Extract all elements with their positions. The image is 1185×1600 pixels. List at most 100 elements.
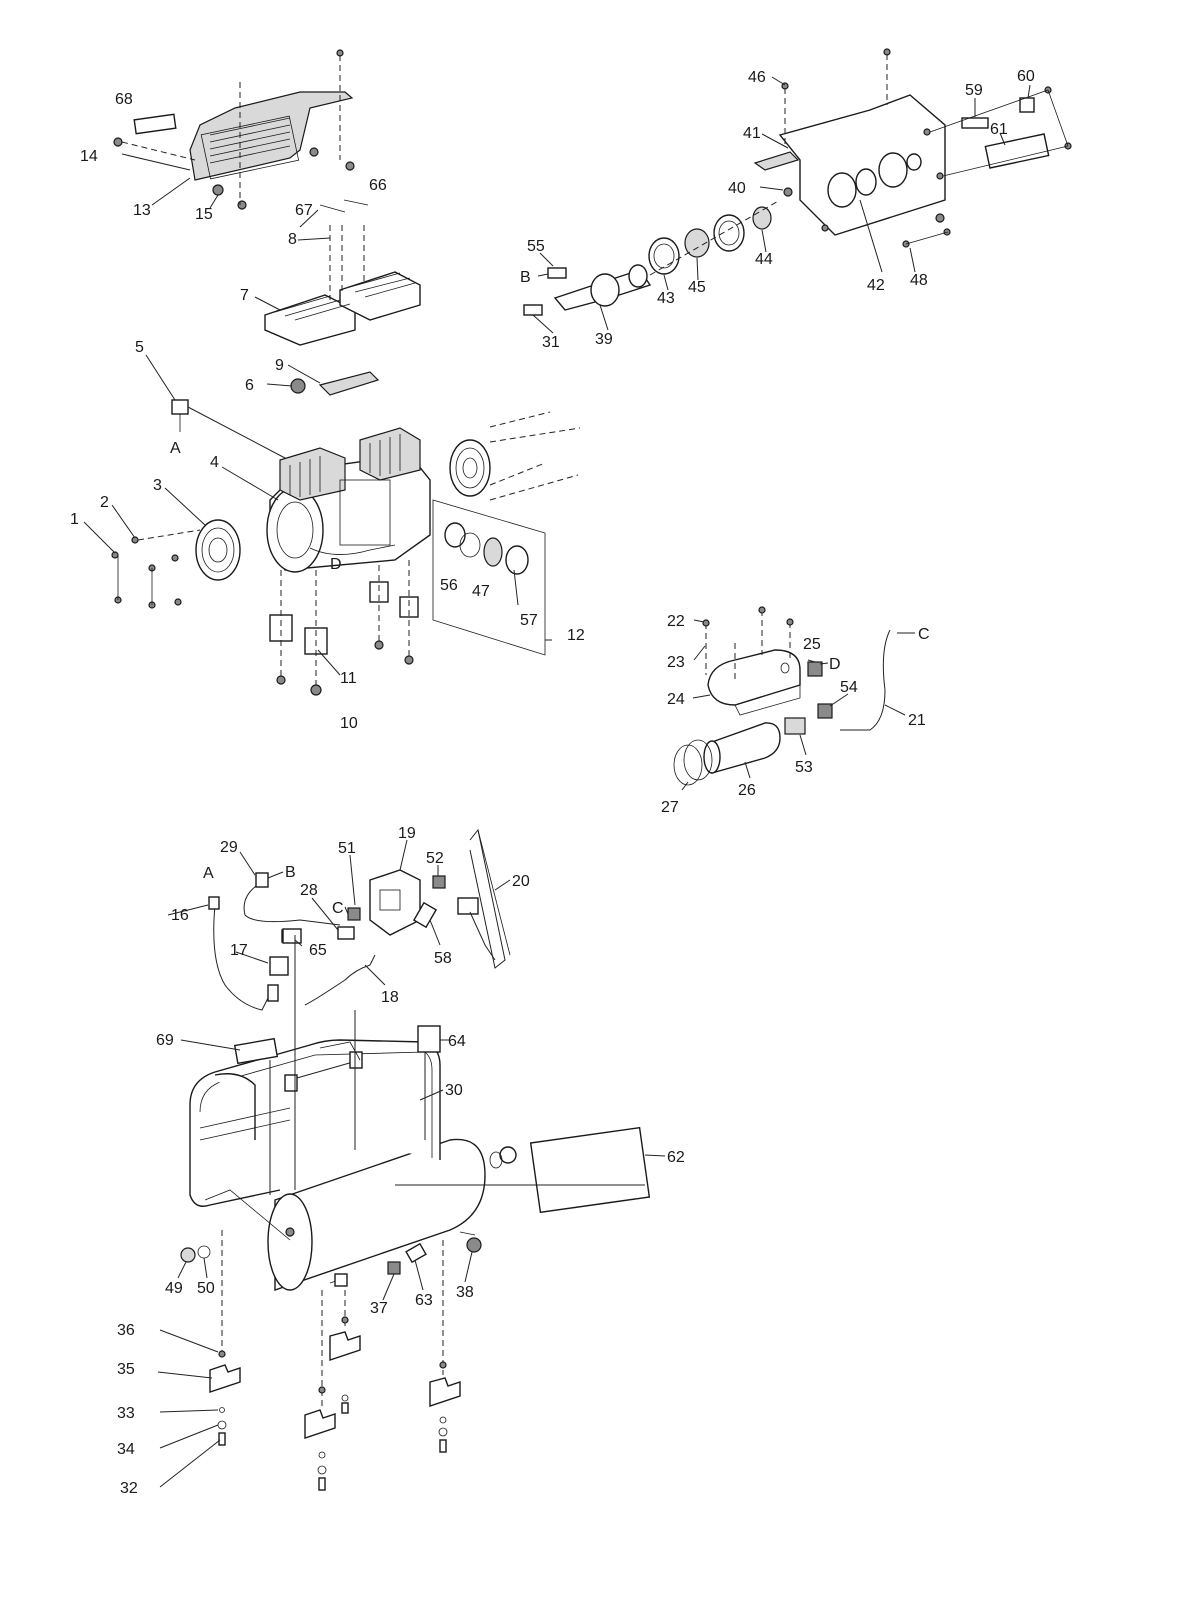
label-3: 3 (153, 477, 162, 494)
label-59: 59 (965, 82, 983, 99)
label-4: 4 (210, 454, 219, 471)
label-57: 57 (520, 612, 538, 629)
connector-b-top: B (520, 269, 531, 286)
labels-decals (233, 928, 651, 1264)
drain-and-valves (180, 1231, 482, 1275)
frame-handle (189, 1039, 441, 1241)
label-34: 34 (117, 1441, 135, 1458)
label-27: 27 (661, 799, 679, 816)
label-55: 55 (527, 238, 545, 255)
label-13: 13 (133, 202, 151, 219)
fan-screws (111, 411, 581, 609)
cylinder-head-covers (264, 199, 421, 346)
label-15: 15 (195, 206, 213, 223)
label-46: 46 (748, 69, 766, 86)
valve-assembly-box (432, 499, 546, 656)
label-5: 5 (135, 339, 144, 356)
capacitor-box-assembly (673, 606, 891, 786)
connector-labels: A A B B C C D D (170, 269, 930, 917)
label-10: 10 (340, 715, 358, 732)
connector-a-bottom: A (203, 865, 214, 882)
label-68: 68 (115, 91, 133, 108)
label-44: 44 (755, 251, 773, 268)
label-67: 67 (295, 202, 313, 219)
label-16: 16 (171, 907, 189, 924)
label-35: 35 (117, 1361, 135, 1378)
tank-30 (267, 1138, 517, 1291)
label-41: 41 (743, 125, 761, 142)
leader-lines-capacitor (681, 619, 915, 791)
label-2: 2 (100, 494, 109, 511)
connector-b-bottom: B (285, 864, 296, 881)
label-53: 53 (795, 759, 813, 776)
leader-lines-tank (157, 839, 666, 1488)
label-1: 1 (70, 511, 79, 528)
label-21: 21 (908, 712, 926, 729)
label-37: 37 (370, 1300, 388, 1317)
label-58: 58 (434, 950, 452, 967)
label-52: 52 (426, 850, 444, 867)
connector-c-bottom: C (332, 900, 344, 917)
elbow-fitting-5 (171, 399, 286, 459)
label-30: 30 (445, 1082, 463, 1099)
manifold-and-gauges (523, 199, 781, 316)
label-62: 62 (667, 1149, 685, 1166)
label-66: 66 (369, 177, 387, 194)
label-51: 51 (338, 840, 356, 857)
shroud-cover-assembly (113, 49, 355, 210)
connector-d-top: D (330, 556, 342, 573)
label-61: 61 (990, 121, 1008, 138)
label-18: 18 (381, 989, 399, 1006)
leader-lines-cover (121, 153, 219, 209)
compressor-pump (266, 427, 431, 573)
label-25: 25 (803, 636, 821, 653)
label-60: 60 (1017, 68, 1035, 85)
pressure-switch-19 (369, 869, 438, 936)
label-19: 19 (398, 825, 416, 842)
label-50: 50 (197, 1280, 215, 1297)
label-22: 22 (667, 613, 685, 630)
connector-d-bottom: D (829, 656, 841, 673)
label-8: 8 (288, 231, 297, 248)
label-24: 24 (667, 691, 685, 708)
part-labels: 1 2 3 4 5 6 7 8 9 10 11 12 13 14 15 16 1… (70, 68, 1035, 1497)
label-23: 23 (667, 654, 685, 671)
label-64: 64 (448, 1033, 466, 1050)
label-7: 7 (240, 287, 249, 304)
power-cord-20 (457, 828, 511, 969)
label-32: 32 (120, 1480, 138, 1497)
label-39: 39 (595, 331, 613, 348)
hoses-and-fittings (208, 872, 446, 1011)
leader-lines-panel (532, 76, 1031, 334)
label-36: 36 (117, 1322, 135, 1339)
label-20: 20 (512, 873, 530, 890)
gasket-9-and-fitting-6 (290, 371, 380, 396)
label-33: 33 (117, 1405, 135, 1422)
label-56: 56 (440, 577, 458, 594)
label-26: 26 (738, 782, 756, 799)
label-38: 38 (456, 1284, 474, 1301)
leader-lines-pump (83, 209, 552, 676)
control-panel-assembly (753, 48, 1072, 248)
label-29: 29 (220, 839, 238, 856)
connector-c-top: C (918, 626, 930, 643)
label-6: 6 (245, 377, 254, 394)
label-49: 49 (165, 1280, 183, 1297)
label-65: 65 (309, 942, 327, 959)
label-28: 28 (300, 882, 318, 899)
label-48: 48 (910, 272, 928, 289)
label-40: 40 (728, 180, 746, 197)
label-42: 42 (867, 277, 885, 294)
connector-a-top: A (170, 440, 181, 457)
label-45: 45 (688, 279, 706, 296)
label-9: 9 (275, 357, 284, 374)
label-43: 43 (657, 290, 675, 307)
label-17: 17 (230, 942, 248, 959)
cooling-fans (195, 439, 491, 581)
anti-vibration-feet (269, 560, 419, 696)
label-54: 54 (840, 679, 858, 696)
label-47: 47 (472, 583, 490, 600)
label-63: 63 (415, 1292, 433, 1309)
label-12: 12 (567, 627, 585, 644)
